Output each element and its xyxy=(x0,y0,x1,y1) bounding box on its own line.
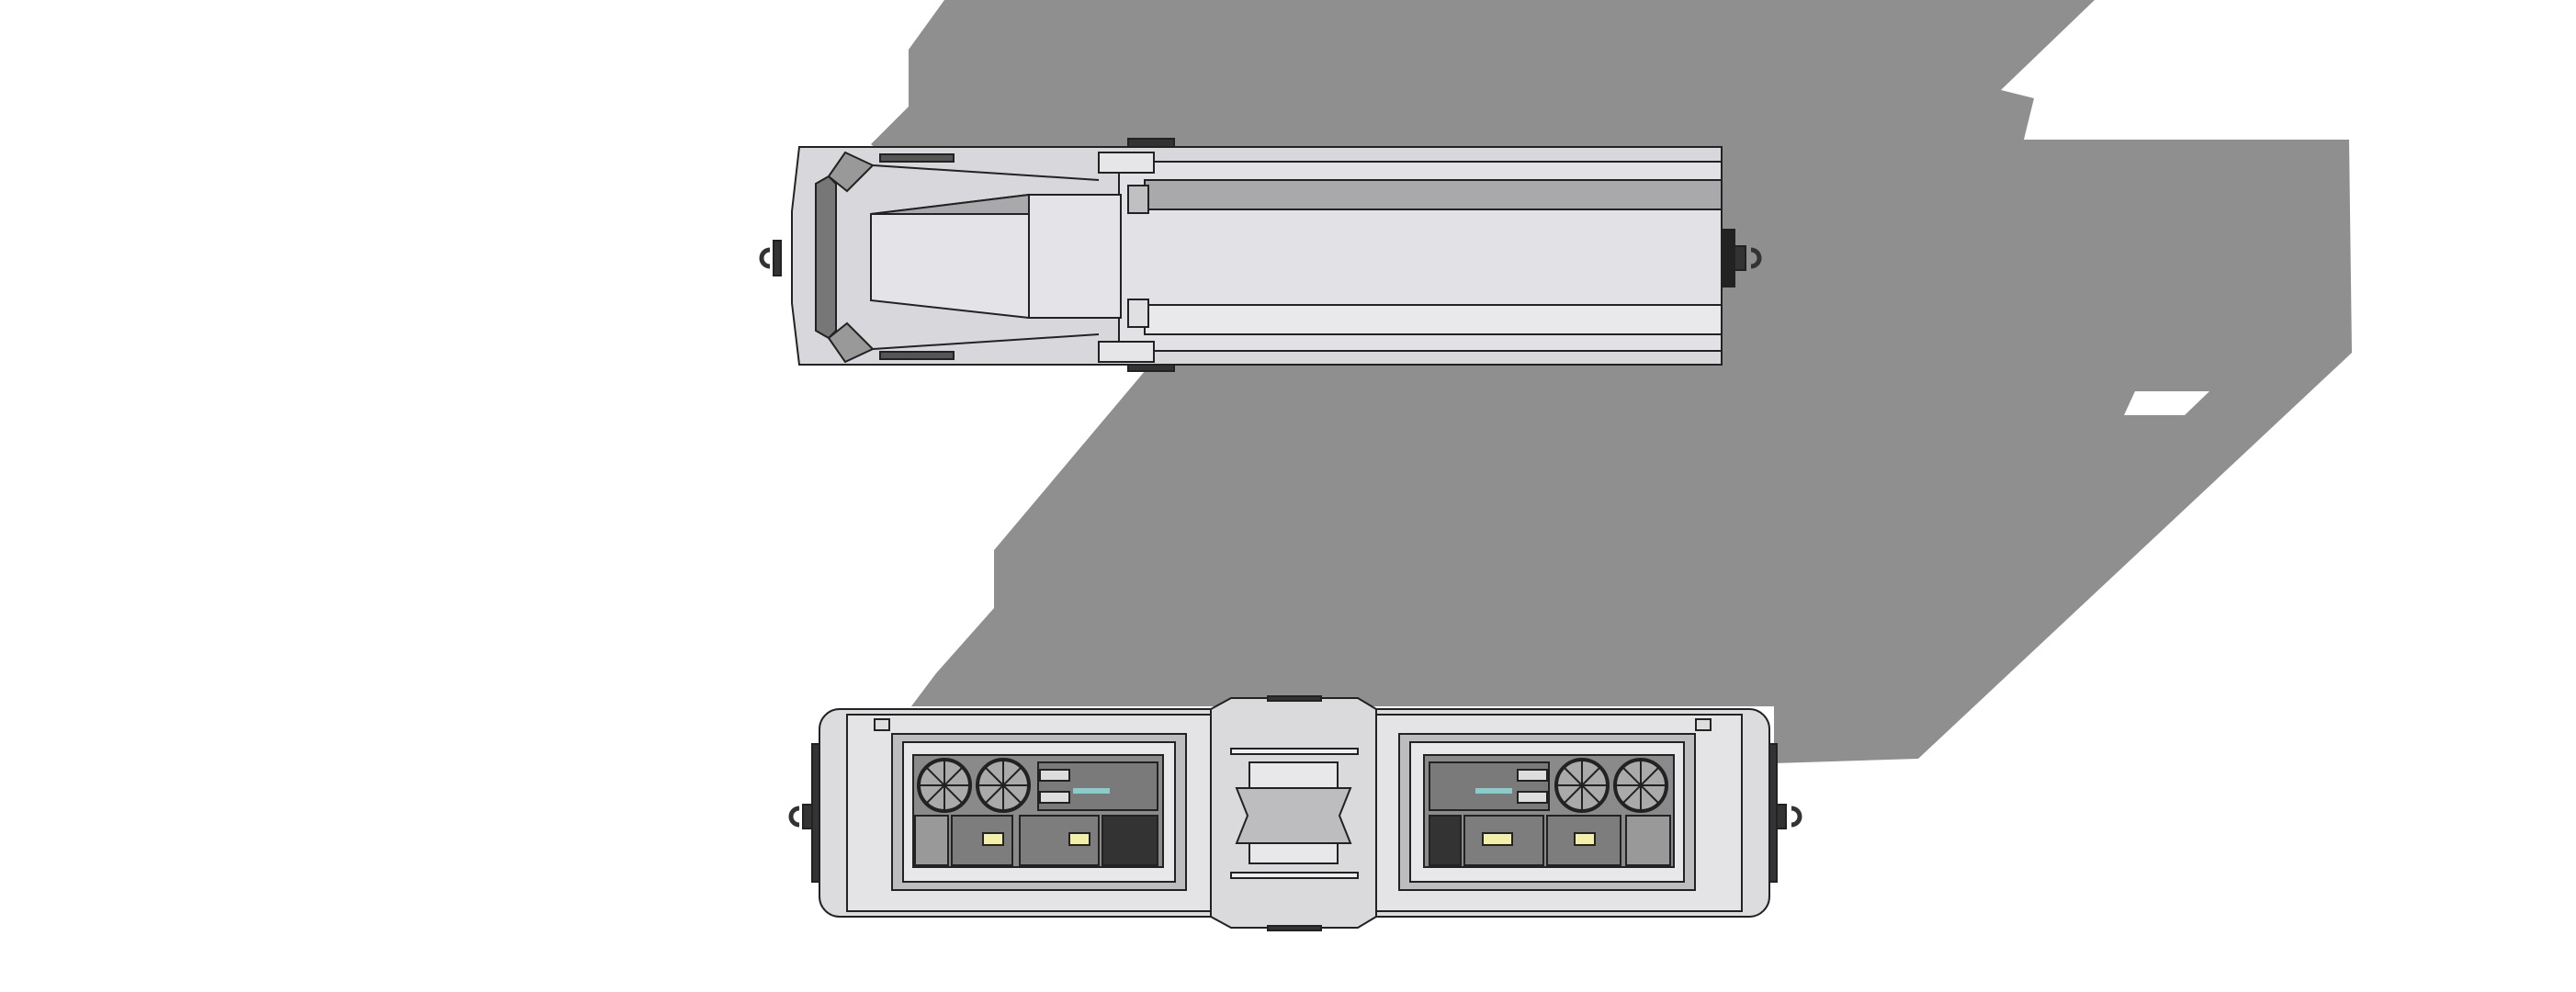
roof-walkway-upper xyxy=(1144,179,1723,210)
indicator-light xyxy=(1574,832,1596,846)
hatch-marker-right xyxy=(1695,718,1712,731)
roof-vent-bottom xyxy=(879,351,955,360)
coupler-right xyxy=(1768,743,1802,883)
top-car xyxy=(759,138,1762,372)
cast-shadow xyxy=(871,0,2352,763)
coupler-left xyxy=(759,240,782,276)
coupler-left xyxy=(788,743,820,883)
indicator-light xyxy=(982,832,1004,846)
windshield xyxy=(815,175,837,340)
fan-icon xyxy=(976,758,1031,813)
fan-icon xyxy=(1613,758,1668,813)
hatch-marker-left xyxy=(874,718,890,731)
roof-hatch xyxy=(1235,787,1352,844)
fan-icon xyxy=(1554,758,1610,813)
roof-walkway-lower xyxy=(1144,304,1723,335)
fan-icon xyxy=(917,758,972,813)
bottom-car xyxy=(788,695,1802,931)
indicator-light xyxy=(1068,832,1090,846)
machinery-compartment-right xyxy=(1398,733,1696,891)
indicator-light xyxy=(1482,832,1513,846)
machinery-compartment-left xyxy=(891,733,1187,891)
roof-vent-top xyxy=(879,153,955,163)
coupler-right xyxy=(1721,229,1762,287)
center-cab xyxy=(1210,695,1377,931)
